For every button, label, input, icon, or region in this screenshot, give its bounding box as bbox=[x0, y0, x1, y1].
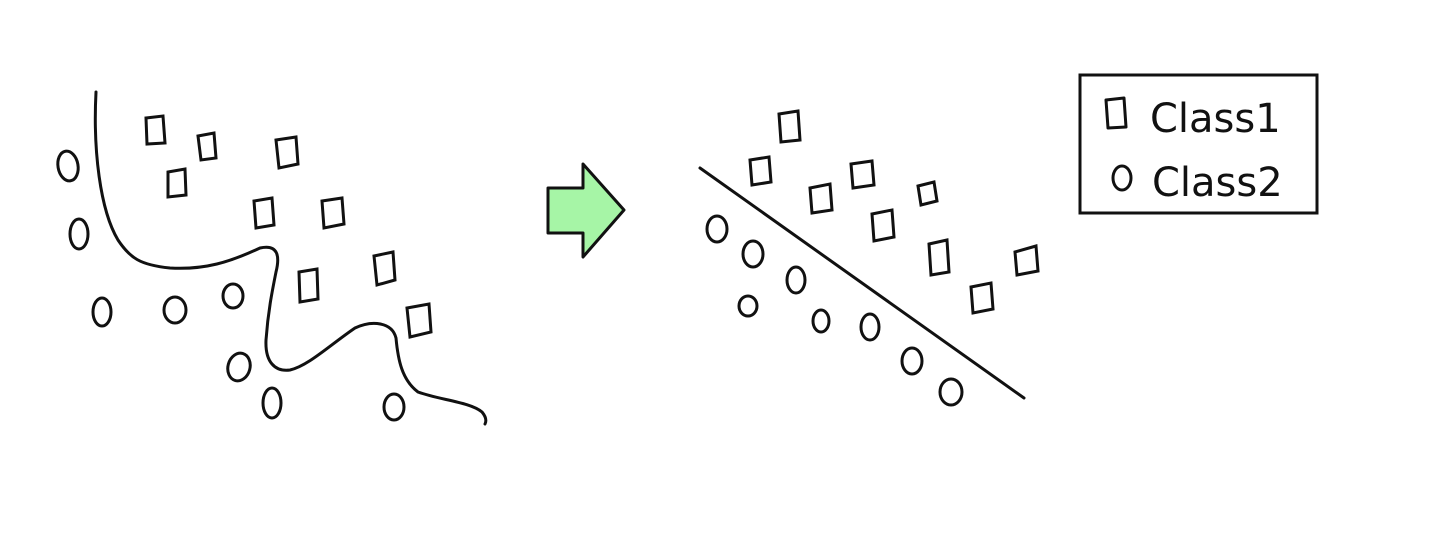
legend-item-class2: Class2 bbox=[1111, 160, 1283, 206]
class2-circle bbox=[91, 296, 113, 328]
class2-circle bbox=[737, 294, 759, 318]
class2-circle bbox=[859, 312, 881, 342]
left-squares bbox=[144, 114, 433, 339]
class2-circle bbox=[382, 392, 406, 422]
class2-circle bbox=[741, 239, 765, 269]
class1-square bbox=[274, 135, 300, 170]
nonlinear-boundary bbox=[93, 90, 488, 426]
class2-circle bbox=[938, 377, 964, 407]
right-circles bbox=[705, 214, 964, 407]
class1-square bbox=[849, 159, 876, 190]
class1-square bbox=[196, 131, 218, 162]
class2-circle bbox=[785, 265, 807, 295]
right-arrow-icon bbox=[546, 162, 626, 259]
linear-boundary bbox=[698, 166, 1026, 400]
class1-square bbox=[808, 182, 834, 215]
legend-label-class2: Class2 bbox=[1152, 160, 1283, 206]
class2-circle bbox=[162, 295, 188, 325]
class2-circle bbox=[221, 282, 245, 310]
class1-square bbox=[916, 180, 939, 207]
class2-circle bbox=[811, 308, 831, 334]
class1-square bbox=[870, 208, 896, 243]
left-circles bbox=[56, 149, 406, 422]
square-icon bbox=[1104, 96, 1128, 130]
class1-square bbox=[1013, 244, 1040, 277]
class2-circle bbox=[68, 217, 90, 251]
class2-circle bbox=[56, 149, 80, 183]
class2-circle bbox=[261, 386, 283, 420]
class1-square bbox=[166, 167, 188, 199]
class1-square bbox=[405, 302, 433, 339]
class1-square bbox=[927, 238, 951, 277]
class1-square bbox=[144, 114, 167, 146]
right-panel bbox=[698, 109, 1040, 407]
legend-item-class1: Class1 bbox=[1104, 96, 1281, 142]
circle-icon bbox=[1111, 164, 1133, 192]
class2-circle bbox=[705, 214, 729, 244]
legend-label-class1: Class1 bbox=[1150, 96, 1281, 142]
class1-square bbox=[297, 267, 320, 304]
class1-square bbox=[252, 196, 276, 230]
left-panel bbox=[56, 90, 488, 426]
right-squares bbox=[748, 109, 1040, 315]
class1-square bbox=[777, 109, 802, 144]
class1-square bbox=[372, 250, 397, 287]
class1-square bbox=[748, 155, 773, 187]
legend-box bbox=[1078, 73, 1319, 215]
class2-circle bbox=[900, 346, 924, 376]
transform-arrow bbox=[546, 162, 626, 259]
legend: Class1 Class2 bbox=[1078, 73, 1319, 215]
class1-square bbox=[969, 281, 995, 315]
class2-circle bbox=[226, 351, 252, 383]
class1-square bbox=[320, 196, 346, 230]
